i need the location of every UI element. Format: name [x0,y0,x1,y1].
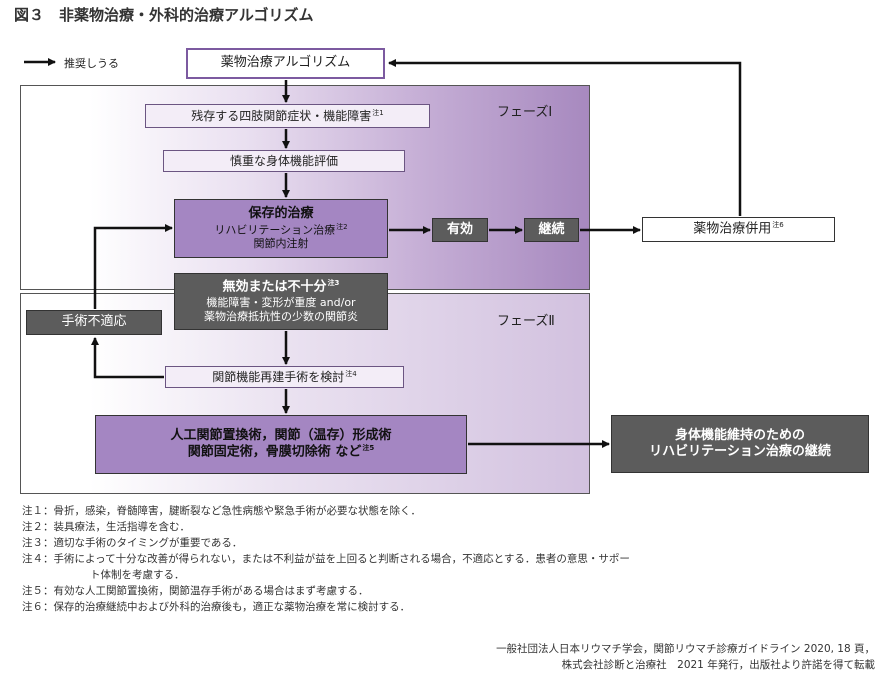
note-3-marker: 注3 [327,279,340,288]
legend-label: 推奨しうる [64,57,119,70]
arrow-surgery-contra-to-conservative [93,224,173,309]
footnote-4-text: 手術によって十分な改善が得られない，または不利益が益を上回ると判断される場合，不… [53,553,630,565]
continued-rehabilitation-line-1: 身体機能維持のための [674,427,805,443]
footnote-5-label: 注５： [22,585,54,597]
footnote-5: 注５： 有効な人工関節置換術，関節温存手術がある場合はまず考慮する． [22,583,877,599]
continued-rehabilitation-box: 身体機能維持のための リハビリテーション治療の継続 [611,415,869,473]
note-1-marker: 注1 [372,108,384,117]
footnote-3: 注３： 適切な手術のタイミングが重要である． [22,535,877,551]
function-evaluation-box: 慎重な身体機能評価 [163,150,405,172]
phase-1-label: フェーズⅠ [497,105,553,120]
footnote-4-label: 注４： [22,553,54,565]
footnote-1: 注１： 骨折，感染，脊髄障害，腱断裂など急性病態や緊急手術が必要な状態を除く． [22,503,877,519]
ineffective-title: 無効または不十分 [222,279,327,295]
effective-label: 有効 [446,221,473,237]
source-citation: 一般社団法人日本リウマチ学会，関節リウマチ診療ガイドライン 2020, 18 頁… [310,641,875,673]
footnote-5-text: 有効な人工関節置換術，関節温存手術がある場合はまず考慮する． [53,585,369,597]
ineffective-box: 無効または不十分注3 機能障害・変形が重度 and/or 薬物治療抵抗性の少数の… [174,273,388,330]
surgical-procedures-line-2: 関節固定術，骨膜切除術 など [187,444,362,460]
residual-symptoms-box: 残存する四肢関節症状・機能障害注1 [145,104,430,128]
drug-therapy-algorithm-label: 薬物治療アルゴリズム [220,55,351,71]
surgical-procedures-box: 人工関節置換術，関節（温存）形成術 関節固定術，骨膜切除術 など注5 [95,415,467,474]
figure-title: 図３ 非薬物治療・外科的治療アルゴリズム [14,6,314,24]
footnote-4-continuation: ト体制を考慮する． [90,569,185,581]
ineffective-condition-1: 機能障害・変形が重度 and/or [206,296,356,310]
arrow-combined-to-algorithm [388,59,742,216]
note-2-marker: 注2 [336,222,348,231]
footnote-6-label: 注６： [22,601,54,613]
footnote-6: 注６： 保存的治療継続中および外科的治療後も，適正な薬物治療を常に検討する． [22,599,877,615]
note-6-marker: 注6 [772,221,784,230]
conservative-treatment-box: 保存的治療 リハビリテーション治療注2 関節内注射 [174,199,388,258]
surgery-contraindicated-label: 手術不適応 [61,314,127,330]
continued-rehabilitation-line-2: リハビリテーション治療の継続 [649,444,831,459]
footnote-1-label: 注１： [22,505,54,517]
intra-articular-injection-label: 関節内注射 [253,236,309,250]
source-line-2: 株式会社診断と治療社 2021 年発行，出版社より許諾を得て転載 [561,659,875,671]
surgery-contraindicated-box: 手術不適応 [26,310,162,335]
function-evaluation-label: 慎重な身体機能評価 [229,153,338,168]
conservative-treatment-title: 保存的治療 [248,206,314,222]
footnote-3-label: 注３： [22,537,54,549]
combined-drug-therapy-label: 薬物治療併用 [693,221,772,237]
residual-symptoms-label: 残存する四肢関節症状・機能障害 [191,108,372,123]
combined-drug-therapy-box: 薬物治療併用注6 [642,217,835,242]
phase-2-label: フェーズⅡ [497,314,555,329]
rehabilitation-label: リハビリテーション治療 [214,223,336,237]
reconstruction-surgery-box: 関節機能再建手術を検討注4 [165,366,404,388]
surgical-procedures-line-1: 人工関節置換術，関節（温存）形成術 [170,428,392,444]
source-line-1: 一般社団法人日本リウマチ学会，関節リウマチ診療ガイドライン 2020, 18 頁… [496,643,875,655]
footnote-2-text: 装具療法，生活指導を含む． [53,521,191,533]
ineffective-condition-2: 薬物治療抵抗性の少数の関節炎 [204,309,358,323]
continue-box: 継続 [524,218,579,242]
arrow-reconstruction-to-surgery-contra [91,337,164,379]
footnote-3-text: 適切な手術のタイミングが重要である． [53,537,243,549]
effective-box: 有効 [432,218,488,242]
drug-therapy-algorithm-box: 薬物治療アルゴリズム [186,48,385,79]
footnote-2: 注２： 装具療法，生活指導を含む． [22,519,877,535]
continue-label: 継続 [538,221,565,237]
footnote-4: 注４： 手術によって十分な改善が得られない，または不利益が益を上回ると判断される… [22,551,877,567]
note-5-marker: 注5 [362,444,375,453]
reconstruction-surgery-label: 関節機能再建手術を検討 [212,369,345,384]
footnote-2-label: 注２： [22,521,54,533]
footnote-1-text: 骨折，感染，脊髄障害，腱断裂など急性病態や緊急手術が必要な状態を除く． [53,505,422,517]
footnotes: 注１： 骨折，感染，脊髄障害，腱断裂など急性病態や緊急手術が必要な状態を除く． … [22,503,877,615]
footnote-6-text: 保存的治療継続中および外科的治療後も，適正な薬物治療を常に検討する． [53,601,411,613]
note-4-marker: 注4 [345,369,357,378]
